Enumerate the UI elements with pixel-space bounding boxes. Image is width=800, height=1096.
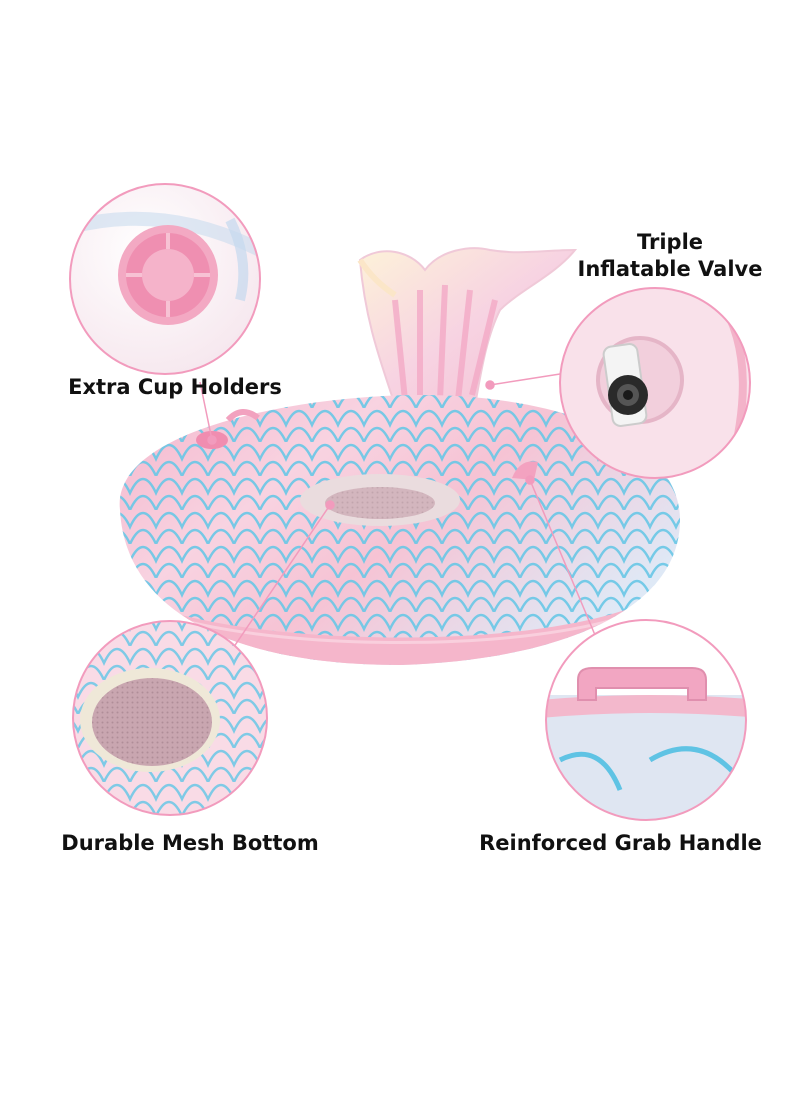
- label-valve-line2: Inflatable Valve: [577, 257, 763, 281]
- detail-bubble-handle: [545, 619, 747, 821]
- detail-bubble-valve: [559, 287, 751, 479]
- label-valve-line1: Triple: [636, 230, 704, 254]
- detail-bubble-cup-holder: [69, 183, 261, 375]
- label-triple-inflatable-valve: Triple Inflatable Valve: [560, 229, 780, 283]
- label-reinforced-grab-handle: Reinforced Grab Handle: [479, 831, 762, 855]
- label-durable-mesh-bottom: Durable Mesh Bottom: [61, 831, 319, 855]
- ring-grab-handle: [512, 461, 538, 480]
- label-extra-cup-holders: Extra Cup Holders: [68, 375, 282, 399]
- detail-bubble-mesh: [72, 620, 268, 816]
- callout-lines: [199, 373, 596, 661]
- mermaid-tail: [357, 247, 578, 406]
